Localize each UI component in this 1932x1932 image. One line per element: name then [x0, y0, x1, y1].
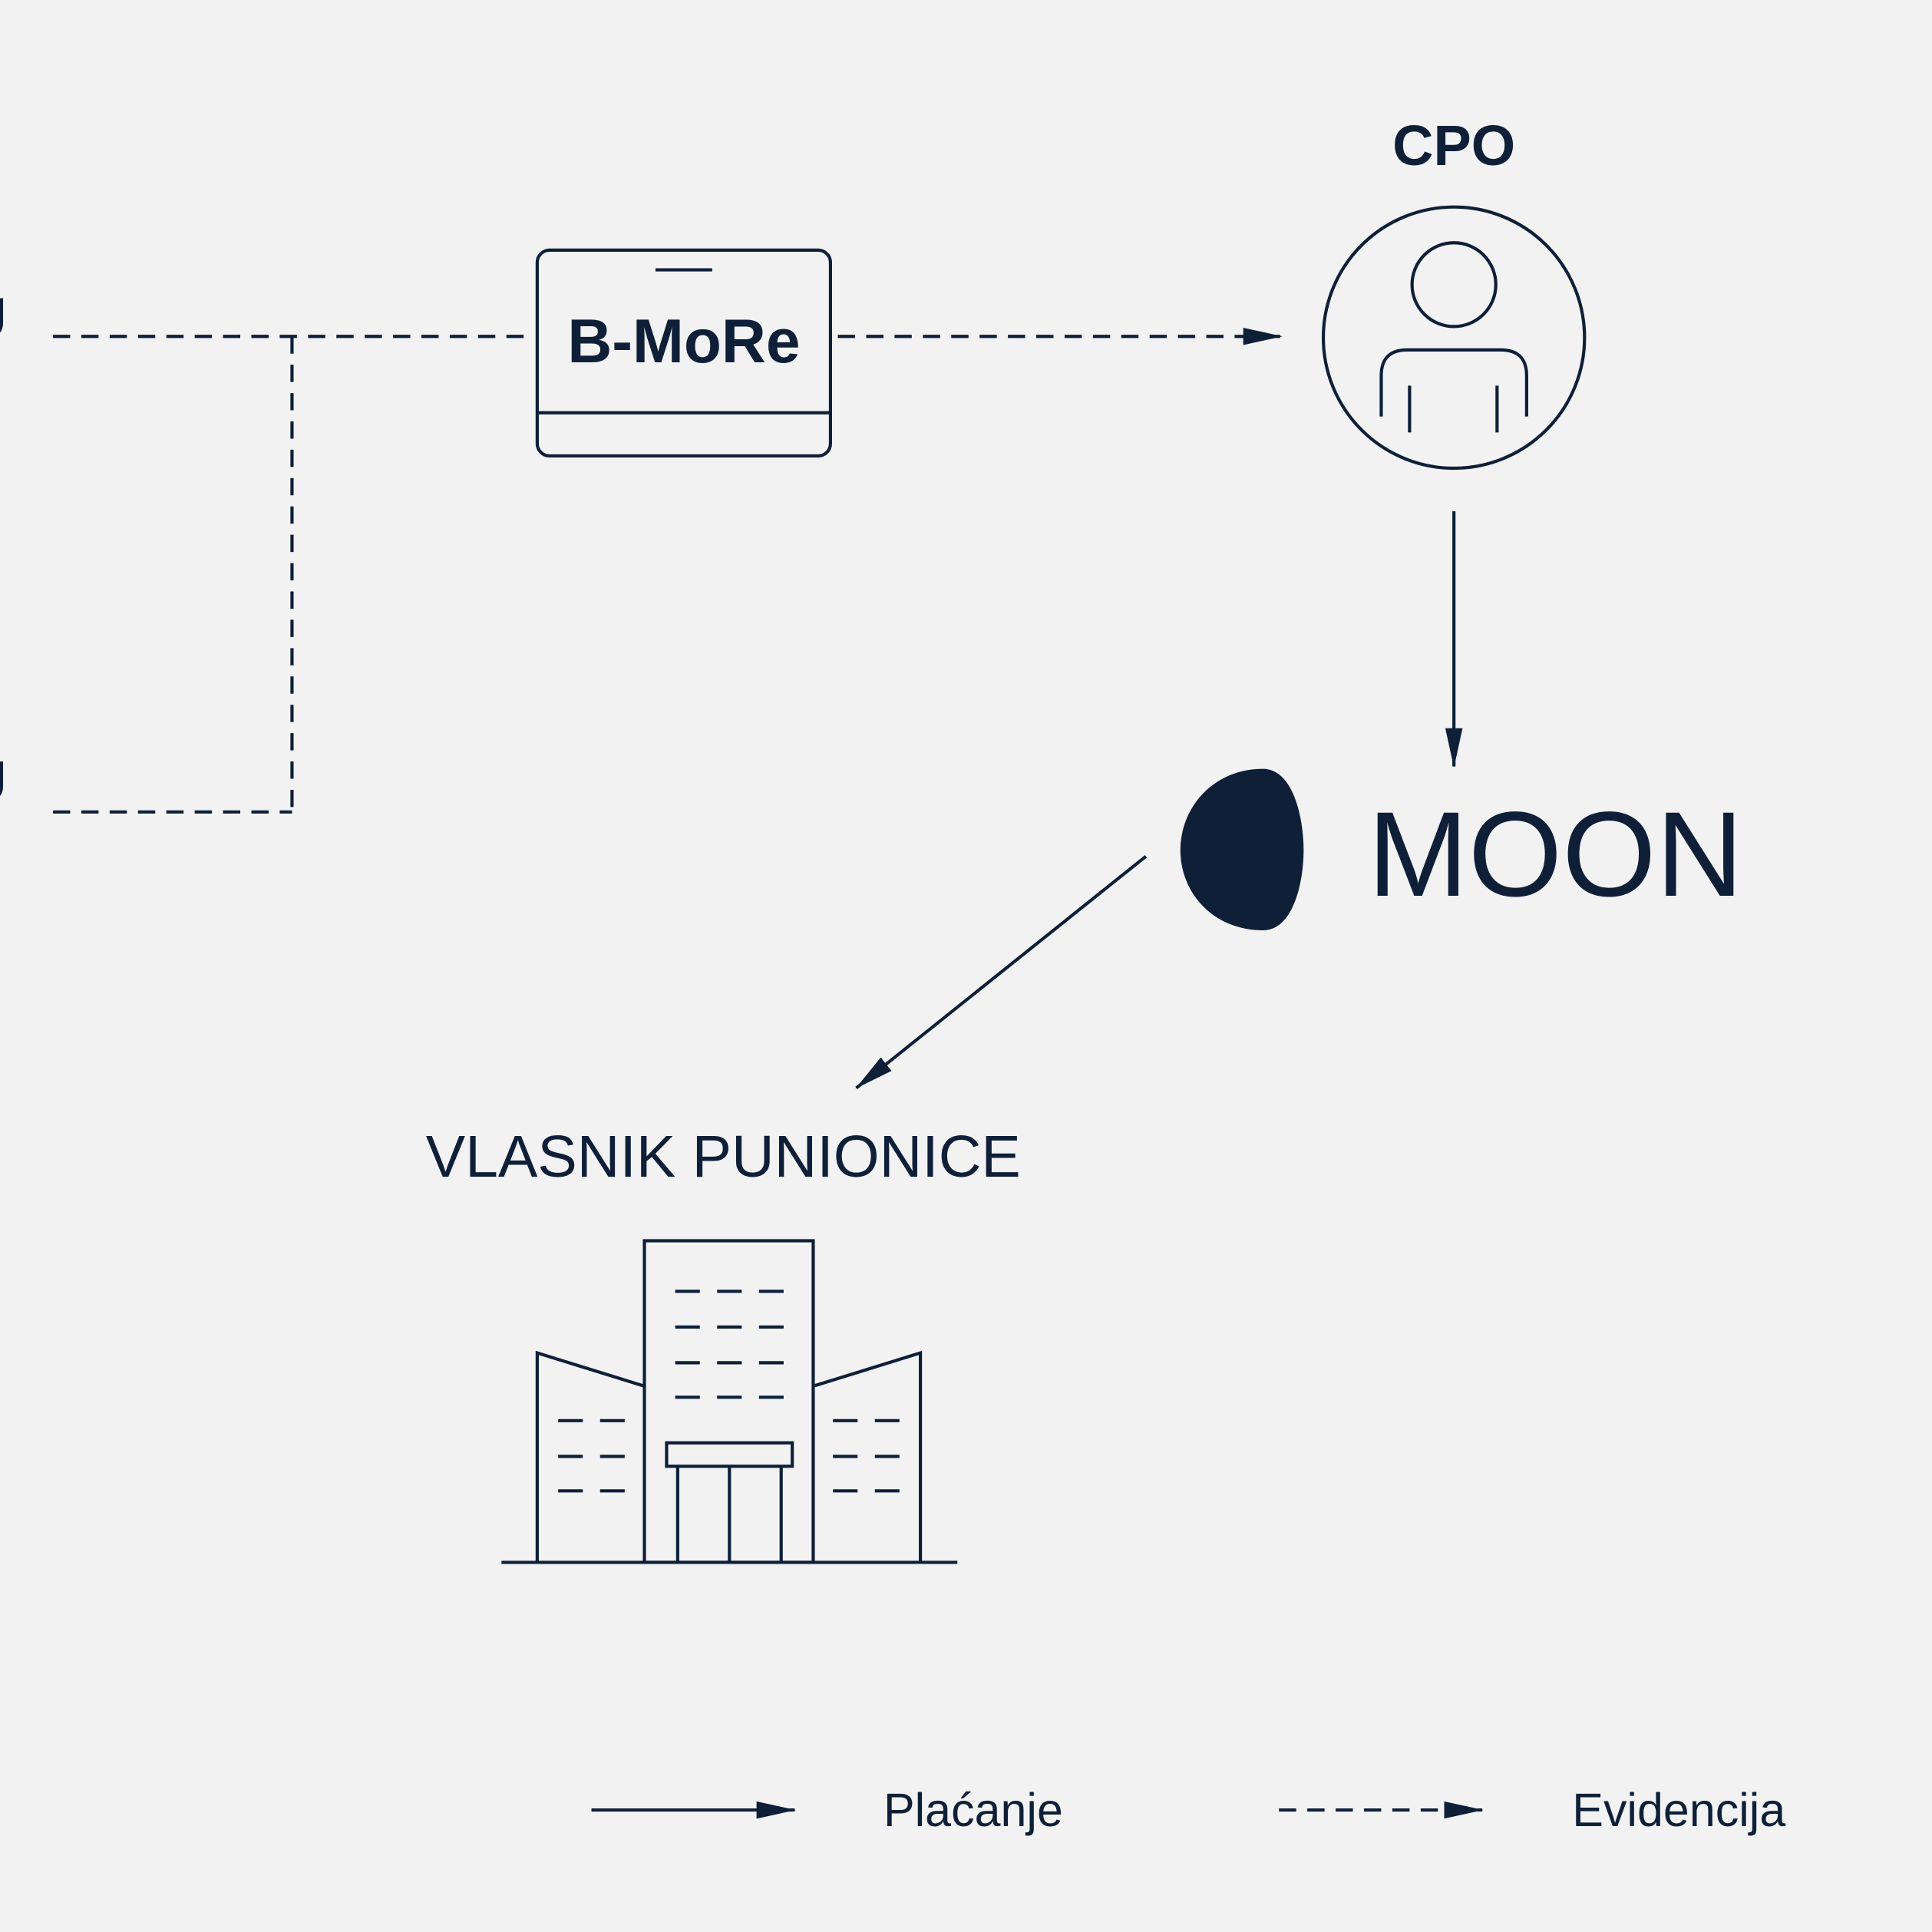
building-icon — [501, 1239, 958, 1564]
cpo-person-icon — [1321, 205, 1587, 471]
cpo-label: CPO — [1392, 114, 1515, 177]
b-more-terminal-icon — [535, 248, 833, 458]
payment-arrow-to-owner — [855, 855, 1148, 1090]
moon-label: MOON — [1368, 788, 1743, 922]
legend-record-label: Evidencija — [1572, 1784, 1785, 1836]
owner-label: VLASNIK PUNIONICE — [426, 1124, 1021, 1190]
b-more-label: B-MoRe — [567, 307, 800, 376]
moon-logo-icon — [1180, 768, 1304, 930]
legend: Plaćanje Evidencija — [591, 1784, 1785, 1836]
legend-payment-label: Plaćanje — [883, 1784, 1063, 1836]
